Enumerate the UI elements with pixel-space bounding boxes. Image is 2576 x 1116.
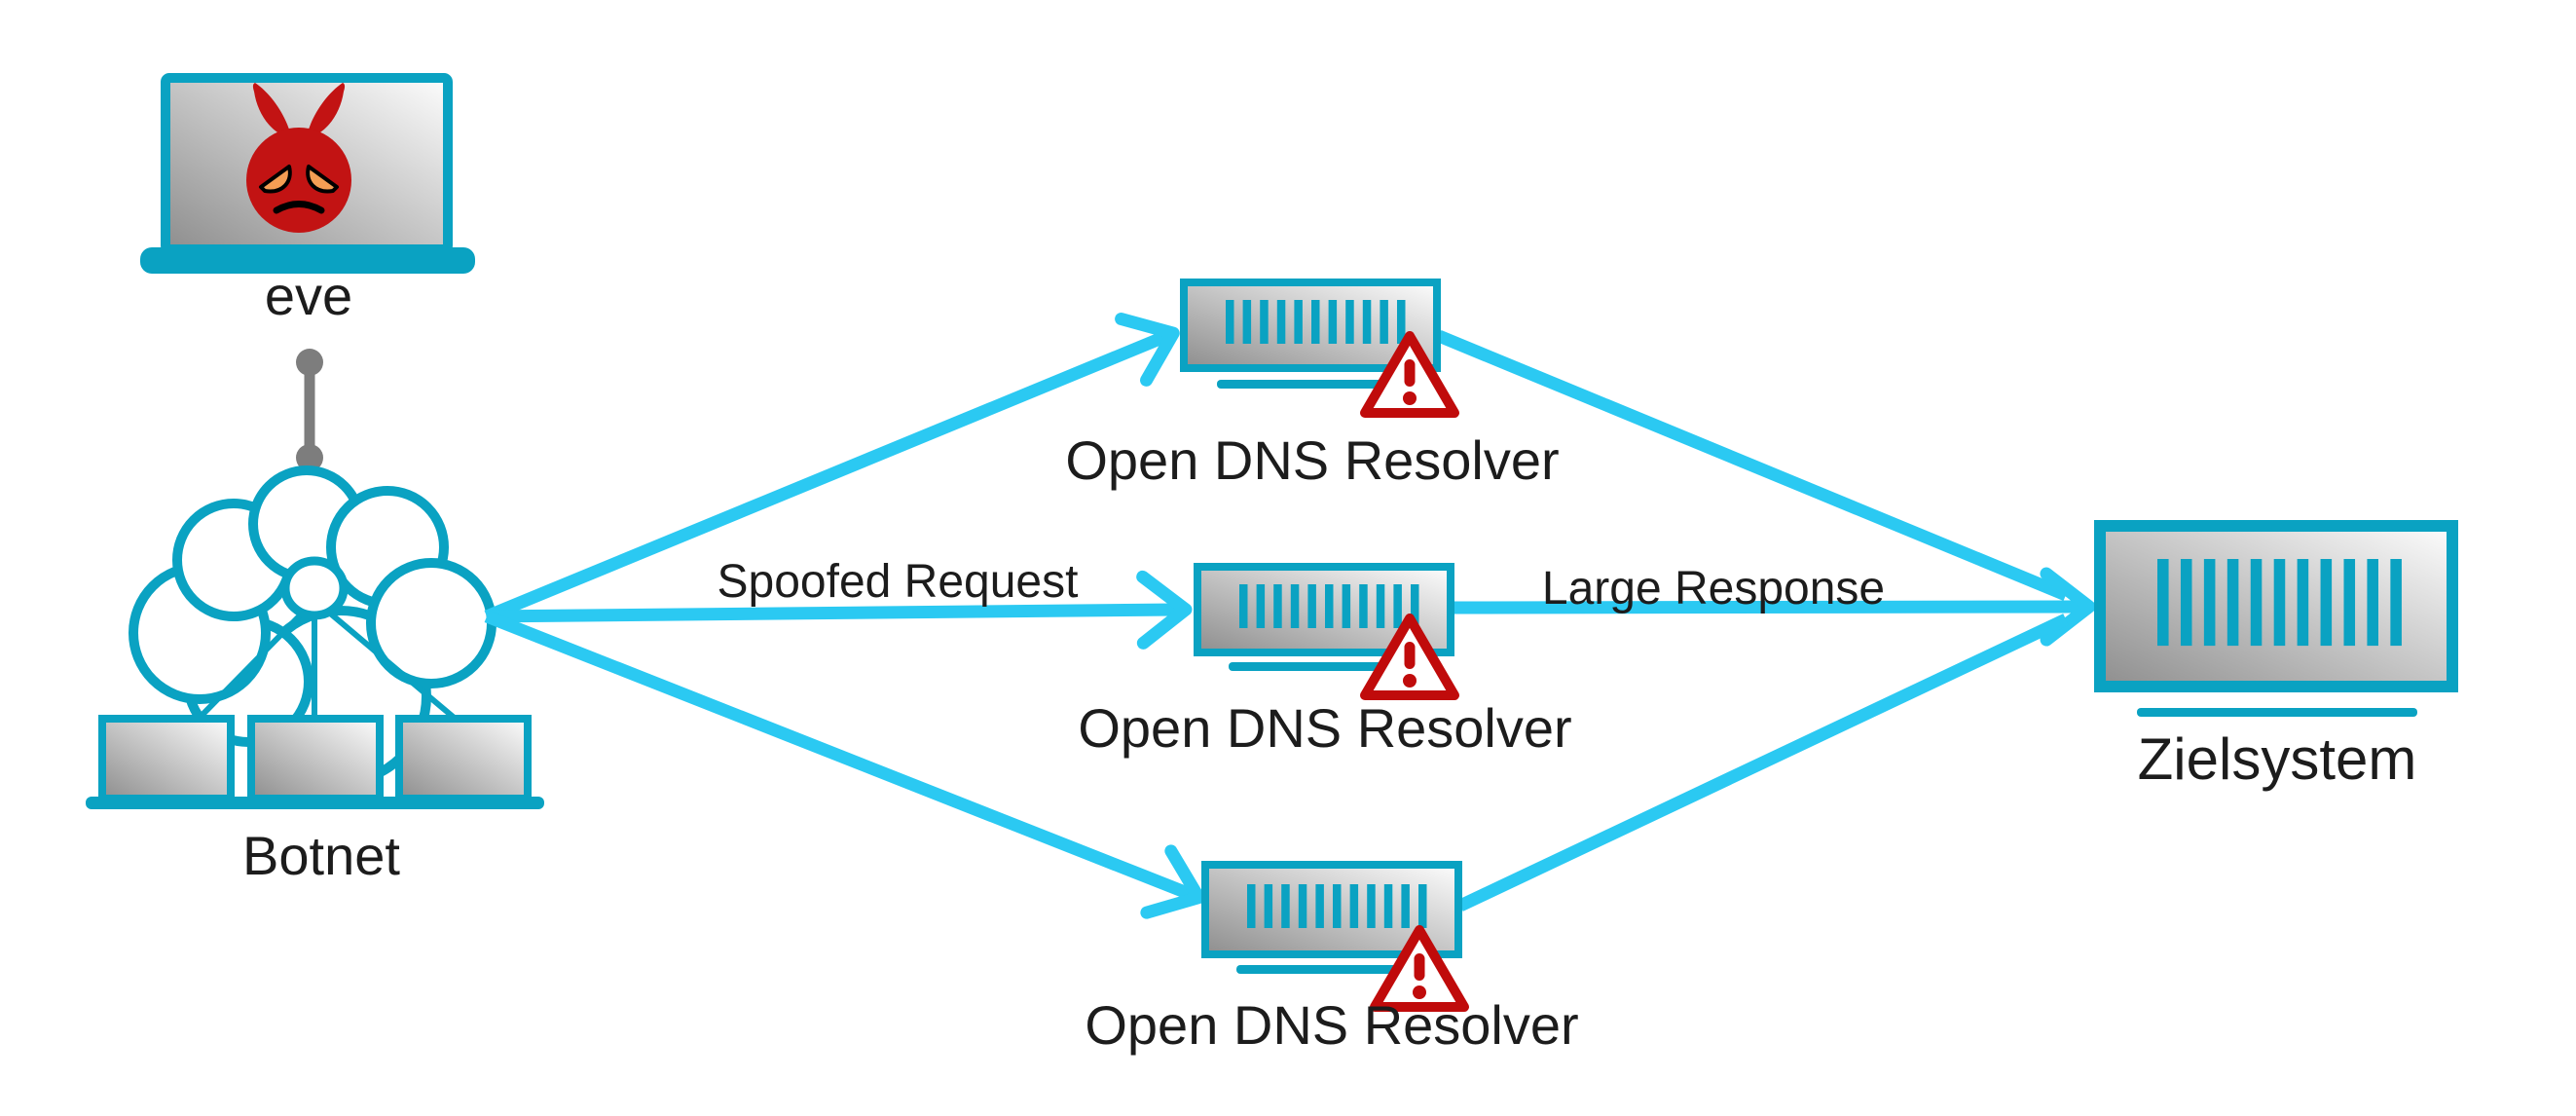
- server-shadow: [1229, 662, 1400, 671]
- resolver-middle-node: Open DNS Resolver: [1078, 563, 1572, 759]
- resolver-middle-label: Open DNS Resolver: [1078, 697, 1571, 759]
- target-node: Zielsystem: [2094, 520, 2458, 792]
- server-shadow: [1236, 965, 1408, 974]
- botnet-laptop-icon: [235, 719, 396, 809]
- target-label: Zielsystem: [2138, 726, 2417, 792]
- resolver-bottom-label: Open DNS Resolver: [1085, 994, 1578, 1056]
- botnet-laptop-icon: [86, 719, 247, 809]
- resolver-bottom-node: Open DNS Resolver: [1085, 861, 1579, 1056]
- server-shadow: [2137, 708, 2417, 717]
- botnet-laptop-icon: [383, 719, 544, 809]
- connector-dot-bottom: [296, 444, 323, 471]
- response-edge-label: Large Response: [1542, 563, 1885, 614]
- attacker-label: eve: [265, 265, 352, 326]
- connector-dot-top: [296, 349, 323, 376]
- response-arrows: [1436, 329, 2096, 911]
- connector-link: [296, 349, 323, 471]
- arrow-request-bottom: [484, 610, 1205, 919]
- arrow-request-top: [484, 313, 1180, 623]
- devil-face-icon: [246, 83, 351, 233]
- request-edge-label: Spoofed Request: [718, 556, 1079, 608]
- server-shadow: [1217, 380, 1388, 389]
- botnet-hub-icon: [189, 556, 465, 728]
- botnet-label: Botnet: [242, 825, 400, 886]
- arrow-response-middle: [1452, 567, 2096, 647]
- arrow-response-top: [1436, 329, 2069, 602]
- arrow-response-bottom: [1457, 614, 2069, 911]
- resolver-top-node: Open DNS Resolver: [1065, 279, 1560, 491]
- request-arrows: [484, 313, 1205, 919]
- botnet-node: Botnet: [86, 465, 544, 886]
- attacker-node: eve: [140, 73, 475, 326]
- resolver-top-label: Open DNS Resolver: [1065, 429, 1559, 491]
- arrow-request-middle: [486, 570, 1193, 650]
